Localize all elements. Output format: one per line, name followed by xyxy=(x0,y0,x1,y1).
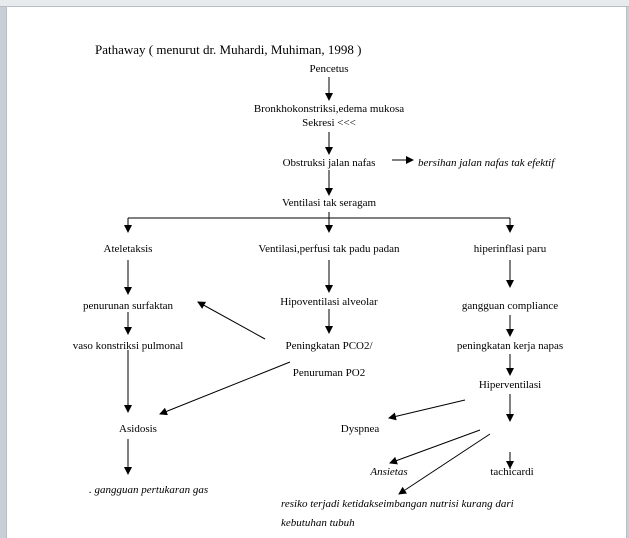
node-hipoventilasi: Hipoventilasi alveolar xyxy=(280,296,378,308)
arrow-hiperventilasi-dyspnea xyxy=(388,399,466,421)
page-title: Pathaway ( menurut dr. Muhardi, Muhiman,… xyxy=(95,42,362,57)
node-resiko-line1: resiko terjadi ketidakseimbangan nutrisi… xyxy=(281,498,514,510)
document-page: Pathaway ( menurut dr. Muhardi, Muhiman,… xyxy=(6,7,627,538)
node-penurunan-surfaktan: penurunan surfaktan xyxy=(82,300,174,312)
node-hiperinflasi: hiperinflasi paru xyxy=(473,243,547,255)
node-ansietas: Ansietas xyxy=(370,466,408,478)
node-ventilasi-tak-seragam: Ventilasi tak seragam xyxy=(281,197,377,209)
node-hiperventilasi: Hiperventilasi xyxy=(478,379,542,391)
node-bronkhokonstriksi: Bronkhokonstriksi,edema mukosa xyxy=(253,103,405,115)
node-gangguan-compliance: gangguan compliance xyxy=(461,300,559,312)
toolbar-strip xyxy=(0,0,629,7)
node-penurunan-po2: Penuruman PO2 xyxy=(292,367,366,379)
arrow-to-resiko xyxy=(398,433,491,495)
node-obstruksi: Obstruksi jalan nafas xyxy=(282,157,376,169)
node-gangguan-pertukaran-gas: . gangguan pertukaran gas xyxy=(89,484,209,496)
node-asidosis: Asidosis xyxy=(119,423,157,435)
node-pencetus: Pencetus xyxy=(309,63,349,75)
node-ventilasi-perfusi: Ventilasi,perfusi tak padu padan xyxy=(258,243,400,255)
arrow-po2-asidosis xyxy=(159,361,291,416)
arrow-to-ansietas xyxy=(389,429,481,465)
node-peningkatan-pco2: Peningkatan PCO2/ xyxy=(285,340,373,352)
node-tachicardi: tachicardi xyxy=(490,466,534,478)
node-sekresi: Sekresi <<< xyxy=(302,117,356,129)
arrow-pco2-surfaktan xyxy=(197,301,266,340)
node-dyspnea: Dyspnea xyxy=(340,423,380,435)
node-peningkatan-kerja-napas: peningkatan kerja napas xyxy=(456,340,564,352)
node-vaso-konstriksi: vaso konstriksi pulmonal xyxy=(72,340,184,352)
node-ateletaksis: Ateletaksis xyxy=(103,243,153,255)
connector-layer xyxy=(124,77,514,495)
node-resiko-line2: kebutuhan tubuh xyxy=(281,517,355,529)
node-bersihan-jalan-nafas: bersihan jalan nafas tak efektif xyxy=(418,157,555,169)
